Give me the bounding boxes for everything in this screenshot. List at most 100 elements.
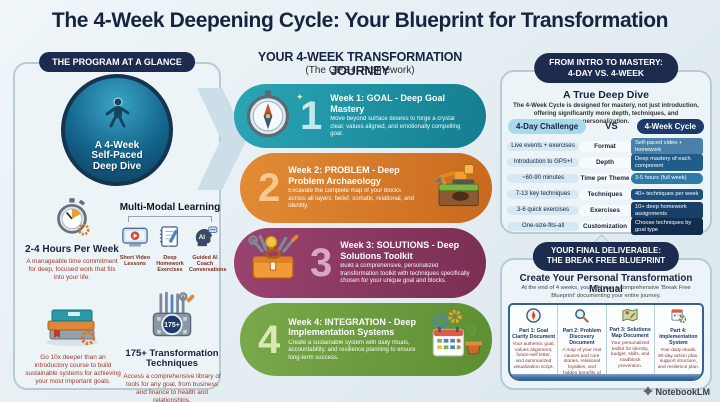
blueprint-part: Part 4: Implementation System Your daily… xyxy=(655,305,702,379)
deep-dive-badge-label: A 4-Week Self-Paced Deep Dive xyxy=(91,139,143,173)
multimodal-item: AI Guided AI Coach Conversations xyxy=(189,226,227,274)
comparison-subheading: A True Deep Dive xyxy=(563,89,649,101)
week-body: Create a sustainable system with daily r… xyxy=(288,339,416,361)
journey-subtitle: (The GPS+I Framework) xyxy=(305,65,415,76)
brand-label: NotebookLM xyxy=(655,387,711,397)
row-left-value: Introduction to GPS+I xyxy=(507,157,579,168)
four-day-column-header: 4-Day Challenge xyxy=(508,119,587,134)
deep-dive-badge: A 4-Week Self-Paced Deep Dive xyxy=(61,74,173,186)
depth-note-block: Go 10x deeper than an introductory cours… xyxy=(25,300,121,386)
part-title: Part 3: Solutions Map Document xyxy=(609,327,651,339)
excavator-icon xyxy=(426,160,482,217)
notebooklm-logo-icon xyxy=(642,386,653,398)
integration-icon xyxy=(426,309,482,369)
week-number: 4 xyxy=(258,317,281,362)
comparison-row: Live events + exercises Format Self-pace… xyxy=(507,137,707,156)
comparison-row: 3-6 quick exercises Exercises 10+ deep h… xyxy=(507,201,707,220)
part-body: Your daily rituals, 90-day action plan, … xyxy=(657,347,700,370)
blueprint-part: Part 2: Problem Discovery Document A map… xyxy=(558,305,607,381)
toolbox-icon xyxy=(244,234,302,293)
blueprint-part: Part 3: Solutions Map Document Your pers… xyxy=(607,305,655,379)
calendar-gear-icon xyxy=(671,309,687,327)
row-left-value: 7-13 key techniques xyxy=(507,189,579,200)
techniques-heading: 175+ Transformation Techniques xyxy=(125,348,219,370)
multimodal-label: Guided AI Coach Conversations xyxy=(189,255,227,274)
week-body: Excavate the complete map of your blocks… xyxy=(288,188,414,210)
row-label: Exercises xyxy=(579,204,631,217)
compass-mini-icon xyxy=(526,308,541,327)
comparison-header-line1: FROM INTRO TO MASTERY: xyxy=(549,57,663,67)
part-body: Your personalized toolkit for identity, … xyxy=(610,340,650,369)
blueprint-part: Part 1: Goal Clarity Document Your authe… xyxy=(510,305,559,379)
magnifier-icon xyxy=(574,309,590,327)
deliverable-heading: Create Your Personal Transformation Manu… xyxy=(519,273,693,295)
multimodal-block: Multi-Modal Learning Short Video Lessons xyxy=(119,202,227,274)
row-label: Techniques xyxy=(579,188,631,201)
time-commitment-block: 2-4 Hours Per Week A manageable time com… xyxy=(25,198,119,282)
part-body: A map of your root causes and core stori… xyxy=(562,347,602,381)
week-3-band: 3 Week 3: SOLUTIONS - Deep Solutions Too… xyxy=(234,228,486,298)
blueprint-book: Part 1: Goal Clarity Document Your authe… xyxy=(508,303,704,381)
row-left-value: Live events + exercises xyxy=(507,141,579,152)
deliverable-header: YOUR FINAL DELIVERABLE: THE BREAK FREE B… xyxy=(532,242,680,271)
compass-icon xyxy=(244,89,292,144)
page-title: The 4-Week Deepening Cycle: Your Bluepri… xyxy=(51,9,669,32)
row-label: Time per Theme xyxy=(579,172,631,185)
row-left-value: 3-6 quick exercises xyxy=(507,205,579,216)
comparison-row: ~60-90 minutes Time per Theme 3-5 hours … xyxy=(507,171,707,186)
bracket-divider xyxy=(128,216,212,222)
row-left-value: One-size-fits-all xyxy=(507,221,579,232)
sparkle-icon: ✦ xyxy=(296,92,304,102)
time-body: A manageable time commitment for deep, f… xyxy=(26,258,118,281)
multimodal-label: Short Video Lessons xyxy=(119,255,151,268)
program-glance-header: THE PROGRAM AT A GLANCE xyxy=(39,52,195,72)
row-label: Format xyxy=(579,140,631,153)
multimodal-item: Short Video Lessons xyxy=(119,226,151,274)
week-body: Move beyond surface desires to forge a c… xyxy=(330,116,461,138)
multimodal-item: Deep Homework Exercises xyxy=(154,226,186,274)
comparison-panel: FROM INTRO TO MASTERY: 4-DAY VS. 4-WEEK … xyxy=(500,53,712,236)
video-lessons-icon xyxy=(122,227,148,252)
vs-label: VS xyxy=(605,121,618,132)
deliverable-header-line2: THE BREAK FREE BLUEPRINT xyxy=(546,256,666,266)
row-label: Depth xyxy=(579,156,631,169)
diver-icon xyxy=(104,96,130,135)
journey-title: YOUR 4-WEEK TRANSFORMATION JOURNEY xyxy=(257,50,463,78)
week-2-band: 2 Week 2: PROBLEM - Deep Problem Archaeo… xyxy=(240,153,492,223)
week-number: 2 xyxy=(258,166,281,210)
comparison-description: The 4-Week Cycle is designed for mastery… xyxy=(513,102,699,125)
comparison-header: FROM INTRO TO MASTERY: 4-DAY VS. 4-WEEK xyxy=(534,53,678,84)
comparison-column-headers: 4-Day Challenge VS 4-Week Cycle xyxy=(508,119,704,134)
deliverable-header-line1: YOUR FINAL DELIVERABLE: xyxy=(550,246,662,255)
week-number: 3 xyxy=(310,241,333,285)
toolbox-175-icon: 175+ xyxy=(146,291,198,346)
multimodal-label: Deep Homework Exercises xyxy=(156,255,184,274)
part-body: Your authentic goal, values alignment, f… xyxy=(512,341,555,370)
part-title: Part 1: Goal Clarity Document xyxy=(512,328,556,340)
homework-icon xyxy=(158,226,182,252)
row-right-value: Deep mastery of each component xyxy=(631,153,703,172)
stopwatch-icon xyxy=(54,198,90,240)
part-title: Part 4: Implementation System xyxy=(659,328,698,346)
week-heading: Week 2: PROBLEM - Deep Problem Archaeolo… xyxy=(288,165,400,186)
svg-text:AI: AI xyxy=(199,234,206,241)
week-heading: Week 1: GOAL - Deep Goal Mastery xyxy=(330,93,445,114)
row-right-value: Self-paced video + homework xyxy=(631,137,703,156)
row-label: Customization xyxy=(579,220,631,233)
week-heading: Week 4: INTEGRATION - Deep Implementatio… xyxy=(288,316,416,338)
week-heading: Week 3: SOLUTIONS - Deep Solutions Toolk… xyxy=(340,240,460,261)
program-glance-panel: THE PROGRAM AT A GLANCE A 4-Week Self-Pa… xyxy=(13,52,227,402)
part-title: Part 2: Problem Discovery Document xyxy=(562,328,602,346)
week-body: Build a comprehensive, personalized tran… xyxy=(340,263,470,285)
sparkle-icon: ✦ xyxy=(304,103,310,109)
comparison-row: One-size-fits-all Customization Choose t… xyxy=(507,217,707,236)
ai-coach-icon: AI xyxy=(192,226,218,252)
comparison-row: 7-13 key techniques Techniques 40+ techn… xyxy=(507,187,707,202)
week-4-band: 4 Week 4: INTEGRATION - Deep Implementat… xyxy=(240,303,492,376)
row-right-value: 40+ techniques per week xyxy=(631,189,703,200)
time-heading: 2-4 Hours Per Week xyxy=(25,244,119,255)
comparison-header-line2: 4-DAY VS. 4-WEEK xyxy=(567,68,645,79)
brand-mark: NotebookLM xyxy=(642,386,711,398)
row-right-value: 3-5 hours (full week) xyxy=(631,173,703,184)
